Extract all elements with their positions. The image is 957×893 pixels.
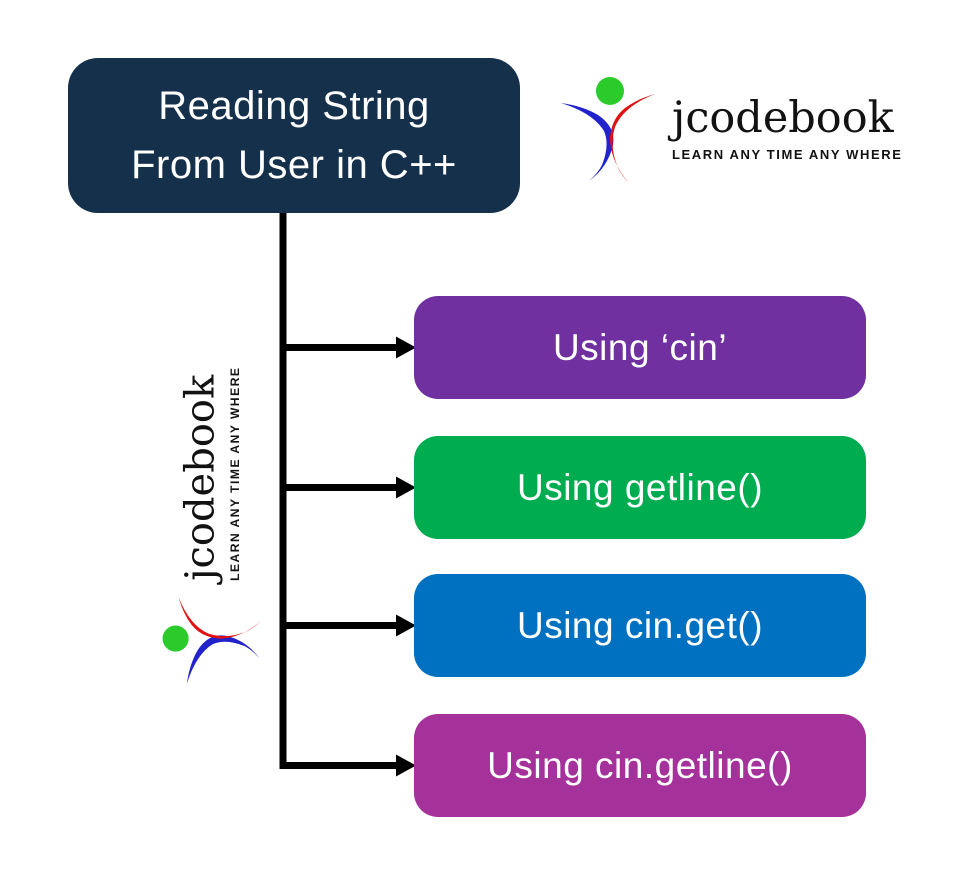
brand-tagline: LEARN ANY TIME ANY WHERE	[227, 366, 242, 581]
connector-trunk	[279, 210, 398, 769]
method-box-using-cin-get: Using cin.get()	[414, 574, 866, 677]
brand-logo-left: jcodebook LEARN ANY TIME ANY WHERE	[160, 367, 262, 687]
method-label: Using cin.get()	[516, 604, 764, 646]
page-title-line1: Reading String	[158, 83, 430, 128]
jumping-person-icon	[561, 77, 655, 183]
method-label: Using cin.getline()	[487, 744, 793, 786]
brand-logo-top: jcodebook LEARN ANY TIME ANY WHERE	[558, 72, 908, 184]
method-label: Using ‘cin’	[552, 326, 728, 368]
brand-tagline: LEARN ANY TIME ANY WHERE	[672, 146, 903, 162]
brand-text-block: jcodebook LEARN ANY TIME ANY WHERE	[176, 366, 242, 581]
page-title-line2: From User in C++	[131, 142, 457, 187]
arrowheads	[396, 336, 416, 777]
method-box-using-cin-getline: Using cin.getline()	[414, 714, 866, 817]
method-box-using-getline: Using getline()	[414, 436, 866, 539]
brand-name: jcodebook	[176, 374, 224, 581]
title-box: Reading String From User in C++	[68, 58, 520, 213]
brand-name: jcodebook	[672, 92, 894, 143]
jumping-person-icon	[162, 596, 262, 685]
method-box-using-cin: Using ‘cin’	[414, 296, 866, 399]
method-label: Using getline()	[516, 466, 764, 508]
brand-text-block: jcodebook LEARN ANY TIME ANY WHERE	[672, 95, 903, 162]
